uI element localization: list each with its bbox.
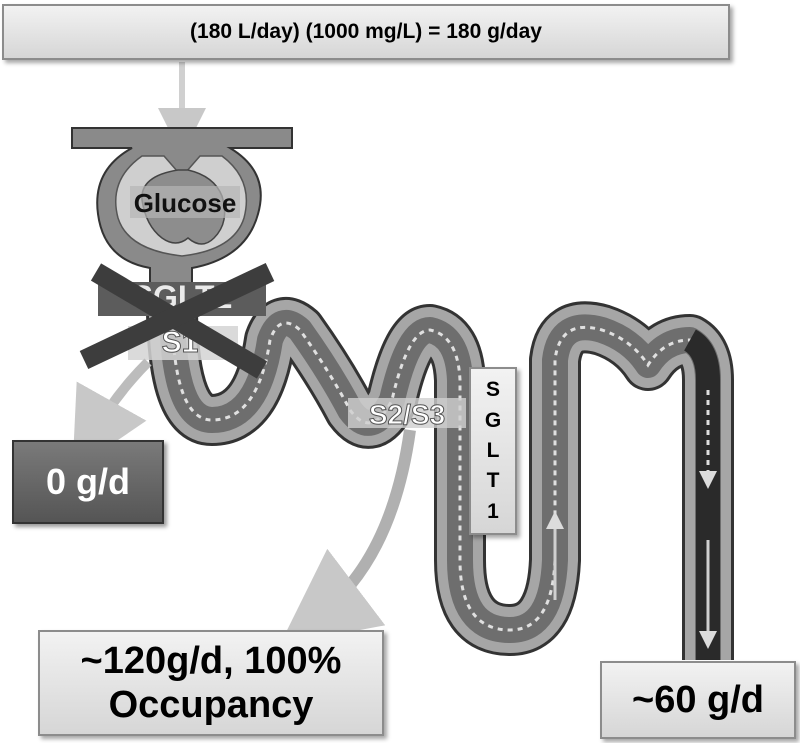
s1-outflow-arrow xyxy=(72,358,152,471)
distal-segment xyxy=(683,329,720,660)
proximal-tubule xyxy=(145,289,734,660)
s1-reabsorption-box: 0 g/d xyxy=(12,440,164,524)
s2s3-label: S2/S3 xyxy=(369,399,445,430)
filtered-glucose-formula: (180 L/day) (1000 mg/L) = 180 g/day xyxy=(2,4,730,60)
sglt1-label: S G L T 1 xyxy=(469,367,517,535)
sglt2-block: SGLT2 S1 xyxy=(79,262,275,379)
s2s3-occupancy: Occupancy xyxy=(108,684,314,726)
sglt1-letter: L xyxy=(486,438,500,462)
sglt1-letter: 1 xyxy=(487,499,499,523)
s2s3-outflow-arrow xyxy=(279,429,416,645)
excreted-glucose-box: ~60 g/d xyxy=(600,661,796,739)
s2s3-amount: ~120g/d, 100% xyxy=(80,640,342,682)
sglt1-letter: S xyxy=(485,378,500,402)
s2s3-reabsorption-box: ~120g/d, 100% Occupancy xyxy=(38,630,384,736)
cross-line-2 xyxy=(79,262,275,370)
glucose-label: Glucose xyxy=(134,188,237,218)
sglt1-letter: T xyxy=(486,469,500,493)
sglt1-letter: G xyxy=(484,408,502,432)
